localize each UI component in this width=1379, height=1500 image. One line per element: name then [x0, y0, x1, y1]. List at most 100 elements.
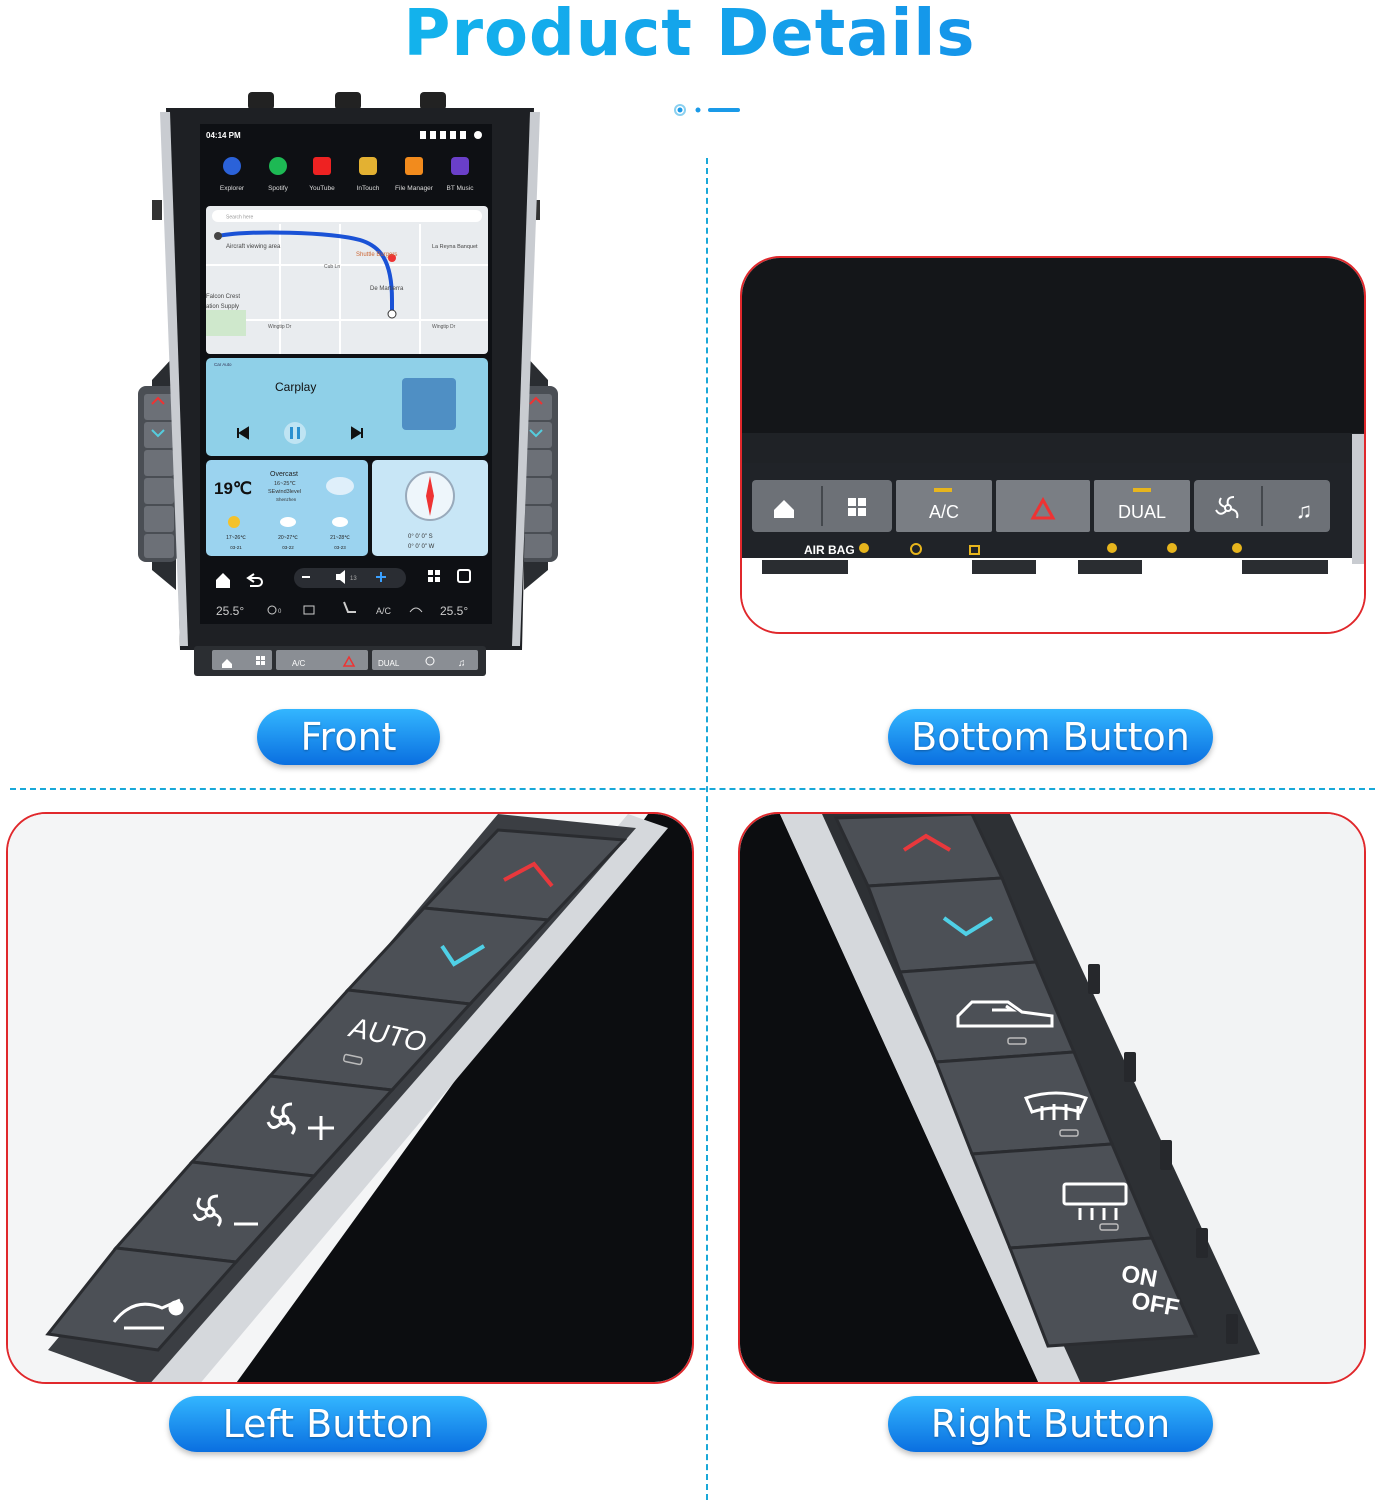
volume-down-button[interactable]: [302, 576, 310, 578]
media-widget[interactable]: Car Auto Carplay: [206, 358, 488, 456]
spotify-icon[interactable]: [269, 157, 287, 175]
app-label: BT Music: [447, 185, 475, 192]
right-button-label: Right Button: [888, 1396, 1213, 1452]
music-icon[interactable]: ♫: [458, 658, 466, 669]
on-label[interactable]: ON: [1119, 1260, 1159, 1293]
next-track-icon[interactable]: [351, 426, 363, 440]
map-label: Wingtip Dr: [268, 324, 292, 330]
climate-ac[interactable]: A/C: [376, 606, 392, 616]
forecast-date: 03-22: [282, 545, 294, 550]
air-recirculation-icon[interactable]: [112, 1298, 184, 1330]
app-label: InTouch: [357, 185, 380, 192]
pause-icon[interactable]: [284, 422, 306, 444]
sun-icon: [228, 516, 240, 528]
horizontal-divider: [10, 788, 1375, 790]
map-widget[interactable]: Search here Aircraft viewing area Shuttl…: [206, 206, 488, 354]
apps-grid-icon[interactable]: [428, 570, 440, 582]
arrow-up-icon[interactable]: [902, 833, 952, 852]
volume-icon: [336, 570, 345, 584]
explorer-icon[interactable]: [223, 157, 241, 175]
arrow-down-icon[interactable]: [942, 916, 994, 937]
weather-wind: SEwind3level: [268, 489, 301, 495]
album-art: [402, 378, 456, 430]
dual-button[interactable]: DUAL: [1118, 502, 1166, 522]
media-title: Carplay: [275, 380, 316, 394]
temp-right[interactable]: 25.5°: [440, 604, 468, 618]
map-label: ation Supply: [206, 304, 239, 310]
climate-bar[interactable]: 25.5° 0 A/C 25.5°: [216, 601, 468, 618]
app-grid[interactable]: Explorer Spotify YouTube InTouch File Ma…: [220, 157, 474, 192]
weather-range: 16~25℃: [274, 481, 296, 487]
map-search-input[interactable]: Search here: [226, 215, 253, 221]
arrow-up-icon[interactable]: [503, 861, 554, 888]
volume-up-button[interactable]: [376, 572, 386, 582]
bottom-button-label: Bottom Button: [888, 709, 1213, 765]
dual-indicator: [1133, 488, 1151, 492]
arrow-down-icon[interactable]: [440, 944, 486, 967]
bottom-button-panel: A/C DUAL ♫ AIR BAG: [740, 256, 1366, 634]
rear-defrost-icon[interactable]: [1062, 1182, 1128, 1220]
home-icon[interactable]: [216, 573, 230, 588]
bottom-button-strip[interactable]: A/C DUAL ♫ AIR BAG: [194, 646, 486, 686]
bottom-button-closeup: A/C DUAL ♫ AIR BAG: [742, 258, 1364, 632]
forecast-range: 21~28℃: [330, 535, 350, 541]
fan-icon[interactable]: [1215, 496, 1239, 519]
temp-left[interactable]: 25.5°: [216, 604, 244, 618]
rear-defrost-indicator: [1099, 1223, 1119, 1231]
car-recirculation-icon[interactable]: [956, 1000, 1054, 1028]
ac-button[interactable]: A/C: [292, 659, 306, 668]
fan-down-icon[interactable]: [192, 1194, 258, 1227]
map-label: Shuttle Burgers: [356, 252, 397, 258]
front-defrost-icon[interactable]: [1023, 1091, 1089, 1120]
auto-indicator: [342, 1053, 363, 1066]
fan-up-icon[interactable]: [266, 1102, 334, 1140]
bt-music-icon[interactable]: [451, 157, 469, 175]
grid-icon[interactable]: [256, 656, 265, 665]
grid-icon[interactable]: [848, 498, 866, 516]
left-button-panel: AUTO: [6, 812, 694, 1384]
defrost-icon[interactable]: [303, 605, 315, 615]
airbag-label: AIR BAG: [804, 543, 855, 557]
app-label: YouTube: [309, 185, 335, 192]
system-nav-bar[interactable]: 13: [216, 568, 471, 588]
home-icon[interactable]: [774, 500, 794, 518]
music-icon[interactable]: ♫: [1296, 498, 1313, 523]
dual-button[interactable]: DUAL: [378, 659, 400, 668]
hazard-icon[interactable]: [342, 655, 356, 667]
app-label: File Manager: [395, 185, 434, 192]
app-label: Explorer: [220, 185, 245, 192]
map-label: De Martierra: [370, 286, 404, 292]
ac-button[interactable]: A/C: [929, 502, 959, 522]
seatbelt-icon: [1107, 543, 1117, 553]
cloud-rain-icon: [280, 517, 296, 527]
compass-widget[interactable]: 0° 0' 0" S 0° 0' 0" W: [372, 460, 488, 556]
youtube-icon[interactable]: [313, 157, 331, 175]
navigation-arrow-icon: [387, 309, 397, 319]
previous-track-icon[interactable]: [237, 426, 249, 440]
fan-icon[interactable]: [267, 605, 277, 615]
recirculation-indicator: [1007, 1037, 1027, 1045]
back-icon[interactable]: [246, 573, 263, 587]
page-title: Product Details: [0, 0, 1379, 75]
map-label: Wingtip Dr: [432, 324, 456, 330]
media-source-label: Car Auto: [214, 362, 232, 367]
volume-level: 13: [350, 576, 357, 582]
recirculation-icon[interactable]: [409, 607, 423, 613]
fan-level: 0: [278, 609, 282, 615]
carousel-indicator: [674, 104, 740, 116]
weather-temp: 19℃: [214, 479, 252, 498]
location-pin-icon: [388, 254, 396, 262]
file-manager-icon[interactable]: [405, 157, 423, 175]
vertical-divider: [706, 158, 708, 1500]
recent-apps-icon[interactable]: [457, 569, 471, 583]
seat-icon[interactable]: [343, 601, 356, 613]
weather-widget[interactable]: 19℃ Overcast 16~25℃ SEwind3level Shenzhe…: [206, 460, 368, 556]
forecast-date: 03-23: [334, 545, 346, 550]
intouch-icon[interactable]: [359, 157, 377, 175]
front-label: Front: [257, 709, 440, 765]
hazard-icon[interactable]: [1030, 496, 1056, 520]
fan-icon[interactable]: [425, 656, 435, 666]
home-icon[interactable]: [222, 659, 232, 668]
seatbelt-icon: [1167, 543, 1177, 553]
status-icons: [420, 131, 482, 139]
